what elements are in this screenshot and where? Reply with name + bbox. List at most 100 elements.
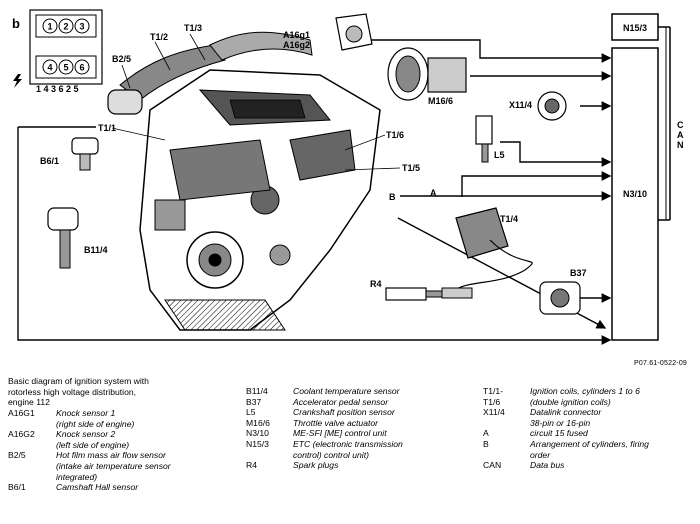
legend-code: T1/6 [483,396,501,407]
label-b11-4: B11/4 [84,245,108,255]
legend-code: M16/6 [246,417,270,428]
legend-description: (left side of engine) [56,439,130,450]
legend-description: Ignition coils, cylinders 1 to 6 [530,386,640,396]
legend-description: Knock sensor 1 [56,408,116,418]
legend-row: CAN Data bus [483,460,693,471]
legend-description: (intake air temperature sensor [56,460,171,471]
legend-description: ETC (electronic transmission [293,438,403,449]
label-t1-4: T1/4 [500,214,518,224]
legend-description: Spark plugs [293,460,339,471]
legend-description: control) control unit) [293,449,369,460]
camshaft-sensor [71,137,99,171]
n3-10-box [611,47,659,341]
legend-description: integrated) [56,471,98,482]
cyl-6: 6 [79,63,84,73]
legend-description: ME-SFI [ME] control unit [293,428,387,439]
ignition-system-diagram: b 1 2 3 4 5 6 1 4 3 6 2 5 N15/3 N3/10 [12,9,684,345]
legend-row: B Arrangement of cylinders, firing [483,439,693,450]
legend-code: A [483,428,489,439]
accelerator-pedal-sensor [539,281,581,315]
knock-sensor-component [335,13,373,51]
can-bus: C A N [658,26,684,221]
legend-row: order [483,450,693,461]
legend-code: B [483,438,489,449]
legend-code: R4 [246,460,257,471]
legend-column-1: A16G1 Knock sensor 1(right side of engine… [8,408,238,493]
throttle-valve-actuator [387,47,467,101]
title-line-2: rotorless high voltage distribution, [8,386,137,397]
can-label-n: N [677,140,684,150]
cyl-5: 5 [63,63,68,73]
legend-code: T1/1- [483,386,504,396]
n3-10-label: N3/10 [623,189,647,199]
legend-code: A16G2 [8,429,35,440]
label-t1-1: T1/1 [98,123,116,133]
cyl-left-bank: 1 2 3 [42,18,90,34]
legend-description: Coolant temperature sensor [293,386,400,396]
label-x11-4: X11/4 [509,100,532,110]
legend-code: CAN [483,460,502,471]
legend-description: Arrangement of cylinders, firing [530,438,649,449]
legend-row: (right side of engine) [8,419,238,430]
n15-3-box [611,13,659,41]
legend-row: T1/1- Ignition coils, cylinders 1 to 6 [483,386,693,397]
cyl-1: 1 [47,22,52,32]
corner-letter: b [12,16,20,31]
legend-row: L5 Crankshaft position sensor [246,407,466,418]
crankshaft-sensor [475,115,493,163]
label-a: A [430,188,437,198]
diagram-title: Basic diagram of ignition system with ro… [8,376,208,408]
can-label-a: A [677,130,684,140]
legend-description: 38-pin or 16-pin [530,417,591,428]
title-line-1: Basic diagram of ignition system with [8,376,149,386]
cyl-2: 2 [63,22,68,32]
datalink-connector [537,91,567,121]
coolant-temp-sensor [47,207,79,269]
label-t1-3: T1/3 [184,23,202,33]
label-t1-6: T1/6 [386,130,404,140]
legend-row: N15/3 ETC (electronic transmission [246,439,466,450]
label-a16g2: A16g2 [283,40,310,50]
legend-row: B11/4 Coolant temperature sensor [246,386,466,397]
label-b37: B37 [570,268,587,278]
legend-description: Crankshaft position sensor [293,407,395,418]
legend-code: A16G1 [8,408,35,418]
leader-lines [111,33,401,171]
legend-row: integrated) [8,472,238,483]
legend-description: Accelerator pedal sensor [293,396,389,407]
legend-description: circuit 15 fused [530,428,588,439]
legend-row: A16G1 Knock sensor 1 [8,408,238,419]
legend-description: Hot film mass air flow sensor [56,450,166,461]
engine-drawing [107,31,381,331]
label-l5: L5 [494,150,505,160]
label-b6-1: B6/1 [40,156,59,166]
figure-reference: P07.61-0522-09 [634,360,688,367]
legend-description: Data bus [530,460,565,471]
label-b2-5: B2/5 [112,54,131,64]
legend-code: X11/4 [483,407,505,418]
legend-code: L5 [246,407,256,418]
legend-code: N15/3 [246,438,269,449]
legend-code: B6/1 [8,482,26,493]
legend-row: R4 Spark plugs [246,460,466,471]
legend-row: control) control unit) [246,450,466,461]
legend-row: 38-pin or 16-pin [483,418,693,429]
legend-row: (left side of engine) [8,440,238,451]
title-line-3: engine 112 [8,397,50,408]
cyl-4: 4 [47,63,52,73]
can-label-c: C [677,120,684,130]
signal-lines [17,39,612,345]
label-t1-2: T1/2 [150,32,168,42]
cylinder-arrangement-inset: b 1 2 3 4 5 6 1 4 3 6 2 5 [12,9,103,94]
label-a16g1: A16g1 [283,30,310,40]
legend-code: B11/4 [246,386,268,396]
